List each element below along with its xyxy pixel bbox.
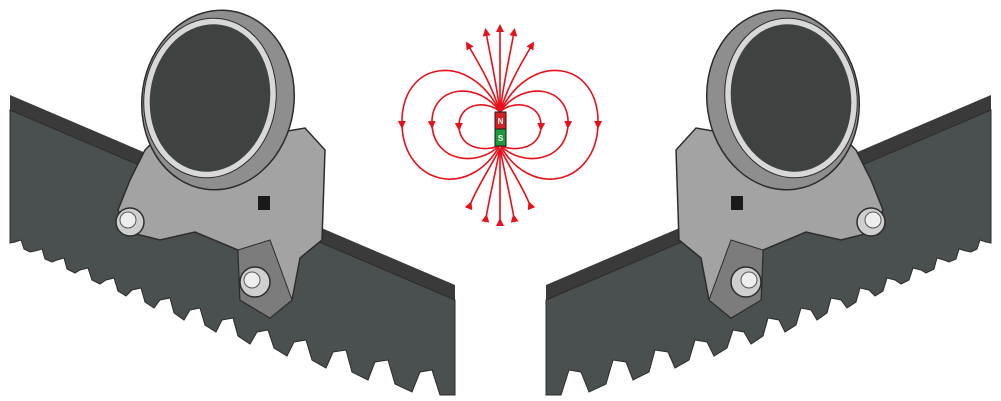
magnet-south-label: S <box>498 134 504 143</box>
left-bracket-slot <box>258 196 270 210</box>
field-line-down-2 <box>486 148 500 218</box>
left-rack-assembly <box>10 0 455 395</box>
field-line-inner-left <box>459 105 500 149</box>
field-line-outer-left <box>402 70 500 179</box>
field-line-down-4 <box>470 148 500 205</box>
field-line-outer-right <box>500 70 598 179</box>
right-rack-assembly <box>546 0 991 395</box>
field-line-down-5 <box>500 148 530 205</box>
left-bolt-upper-head <box>120 212 136 228</box>
right-bolt-upper-head <box>865 212 881 228</box>
left-bolt-lower-head <box>244 272 260 288</box>
bar-magnet: N S <box>495 112 506 146</box>
field-line-down-3 <box>500 148 514 218</box>
right-bolt-lower-head <box>741 272 757 288</box>
right-bracket-slot <box>731 196 743 210</box>
magnet-north-label: N <box>498 117 504 126</box>
